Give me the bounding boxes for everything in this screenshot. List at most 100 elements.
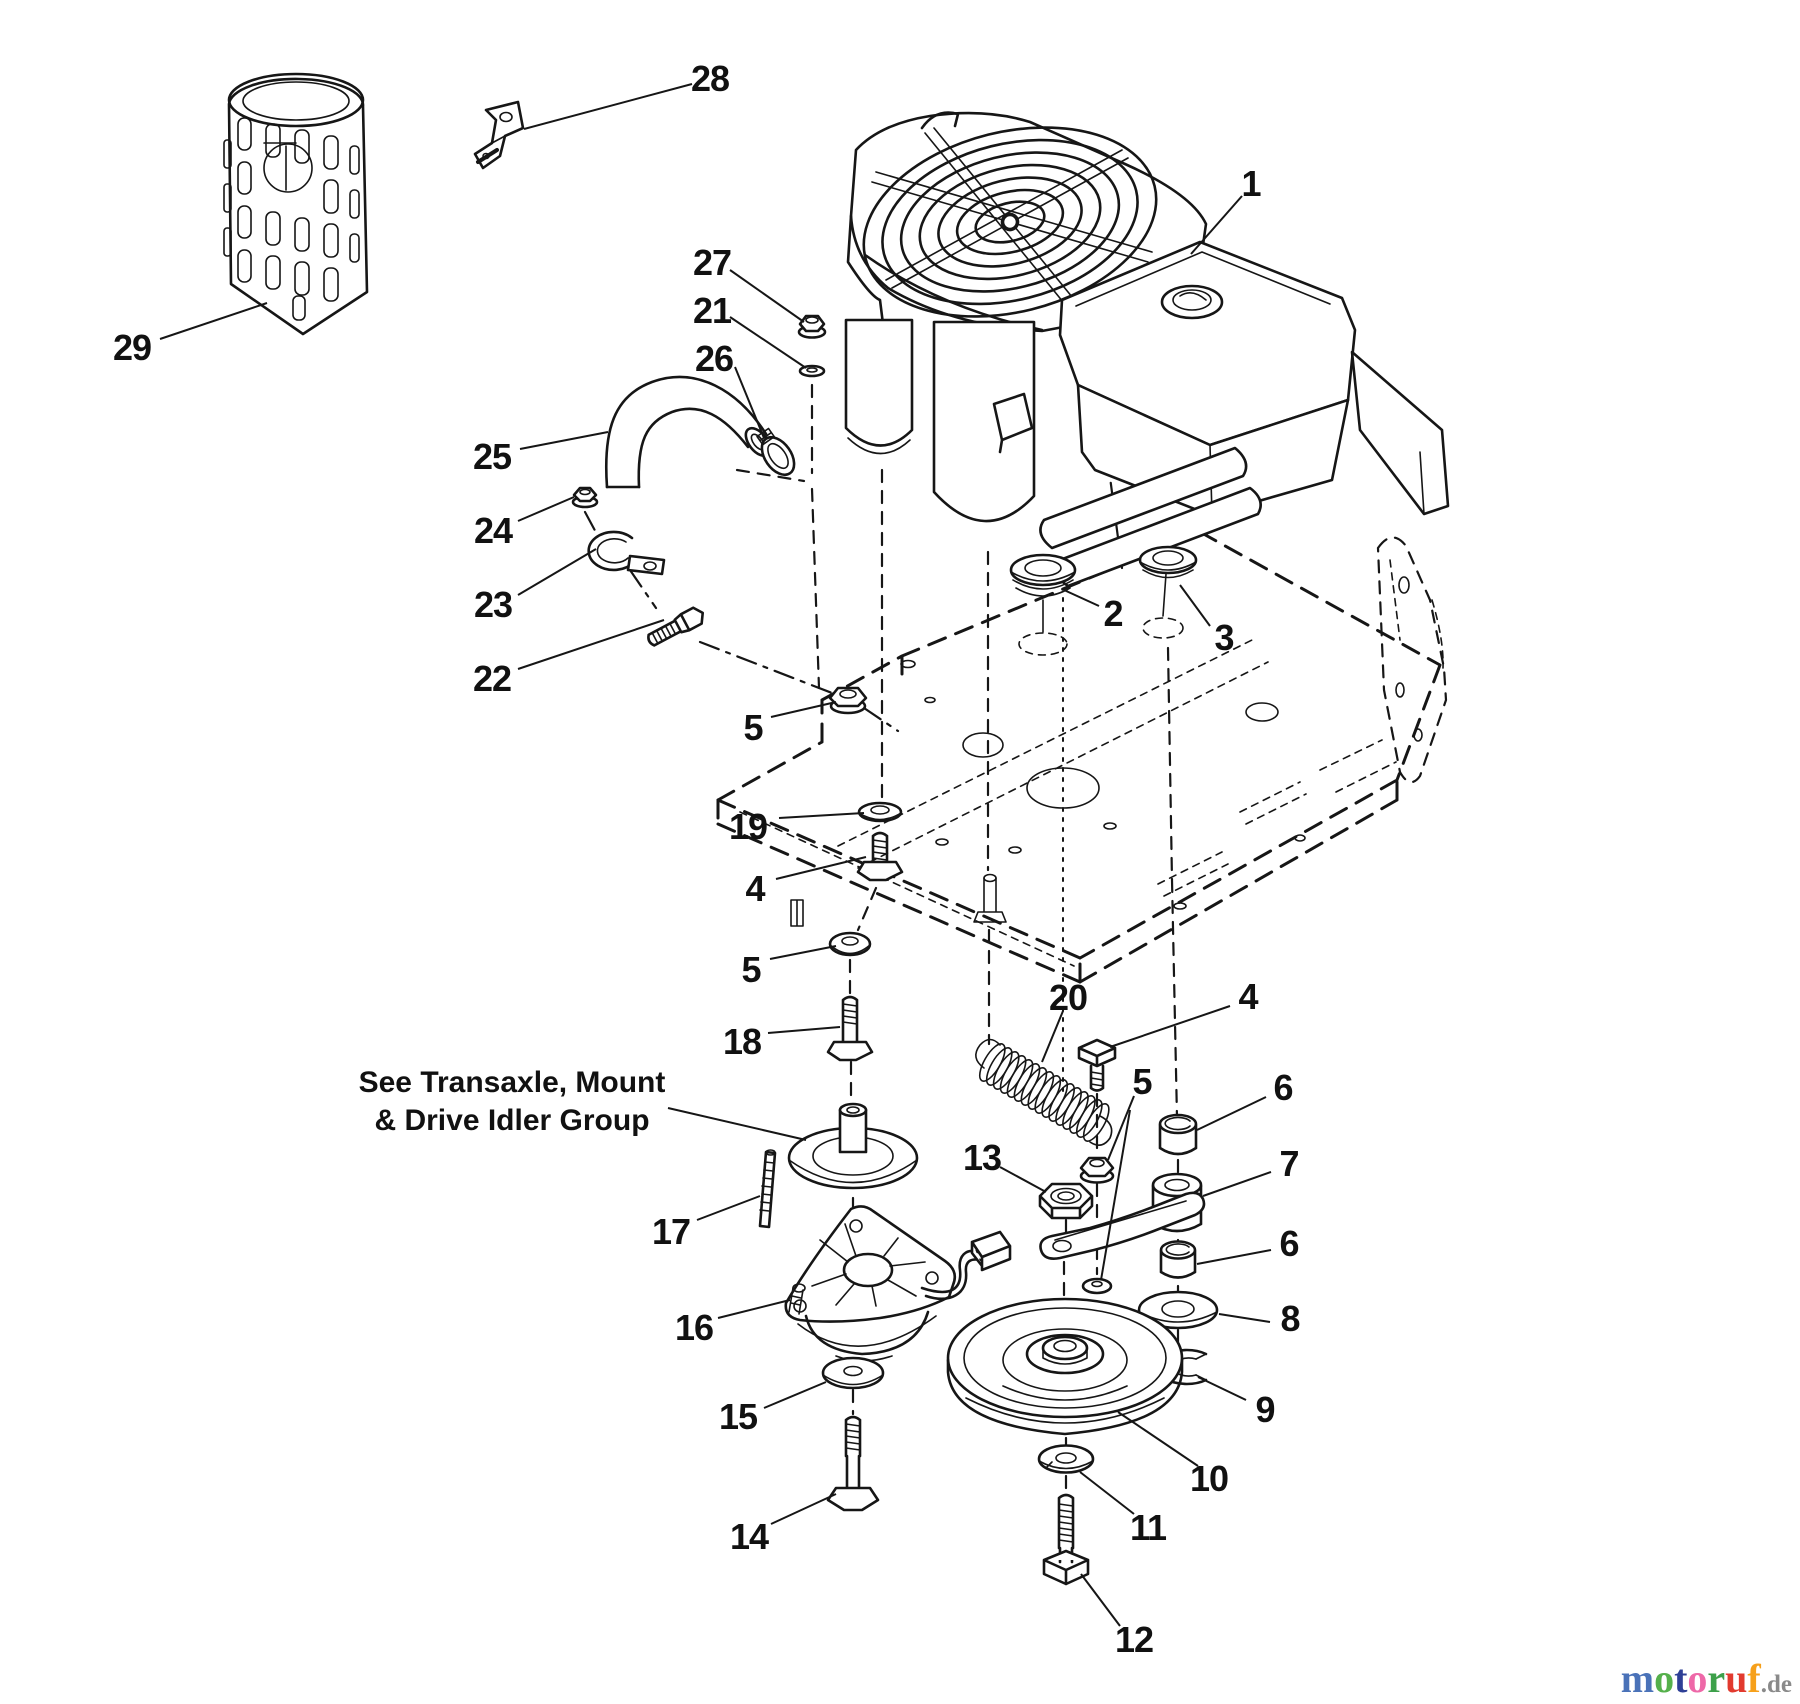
callout-20: 20 — [1041, 977, 1088, 1063]
muffler-guard — [223, 72, 369, 336]
callout-leader-22 — [517, 619, 665, 670]
callout-leader-9 — [1197, 1376, 1247, 1401]
callout-8: 8 — [1218, 1298, 1301, 1339]
callout-leader-21 — [729, 316, 807, 369]
callout-leader-5b — [769, 945, 837, 960]
callout-label-17: 17 — [652, 1211, 690, 1252]
watermark-letter: t — [1674, 1656, 1688, 1701]
callout-leader-23 — [517, 548, 597, 596]
engine-cylinder-front — [932, 320, 1036, 523]
callout-6b: 6 — [1196, 1223, 1300, 1265]
callout-label-16: 16 — [675, 1307, 713, 1348]
callout-label-26: 26 — [695, 338, 733, 379]
callout-11: 11 — [1079, 1471, 1168, 1548]
callout-leader-28 — [523, 83, 693, 130]
engine-assembly — [844, 111, 1450, 588]
callout-label-18: 18 — [723, 1021, 761, 1062]
callout-label-8: 8 — [1280, 1298, 1299, 1339]
callout-leader-25 — [519, 431, 609, 450]
watermark-letter: u — [1725, 1656, 1748, 1701]
hex-bolt-4b — [1077, 1038, 1117, 1092]
callout-label-4b: 4 — [1238, 976, 1258, 1017]
washer-21 — [798, 364, 826, 378]
pulley-mount-flange — [787, 1102, 919, 1190]
callout-leader-17 — [696, 1195, 761, 1221]
callout-3: 3 — [1179, 584, 1235, 658]
flange-nut-24 — [571, 486, 599, 509]
callout-29: 29 — [113, 302, 268, 368]
callout-leader-5c — [1107, 1095, 1135, 1161]
note-leader-line — [667, 1107, 807, 1141]
callout-leader-13 — [999, 1166, 1047, 1193]
cable-clamp-23 — [587, 530, 666, 576]
callout-14: 14 — [730, 1493, 837, 1557]
callout-label-23: 23 — [474, 584, 512, 625]
callout-13: 13 — [963, 1137, 1047, 1193]
callout-label-5a: 5 — [743, 707, 763, 748]
callout-label-7: 7 — [1279, 1143, 1298, 1184]
cup-washer-5b — [828, 931, 872, 957]
watermark-letter: m — [1620, 1656, 1655, 1701]
mounting-bracket — [473, 100, 525, 170]
callout-18: 18 — [723, 1021, 841, 1062]
callout-label-14: 14 — [730, 1516, 769, 1557]
callout-6a: 6 — [1196, 1067, 1294, 1131]
idler-arm — [1039, 1191, 1206, 1260]
washer-15 — [821, 1356, 885, 1390]
callout-4b: 4 — [1109, 976, 1259, 1048]
callout-label-11: 11 — [1130, 1507, 1167, 1548]
watermark-letter: o — [1654, 1656, 1675, 1701]
flange-nut-27 — [797, 314, 827, 339]
callout-leader-11 — [1079, 1471, 1135, 1515]
spacer-bushing-6a — [1158, 1113, 1198, 1156]
callout-label-2: 2 — [1103, 593, 1122, 634]
watermark-word: motoruf — [1621, 1656, 1761, 1701]
callout-leader-4b — [1109, 1005, 1231, 1048]
callout-label-25: 25 — [473, 436, 512, 477]
mount-wire — [920, 1249, 982, 1301]
callout-leader-3 — [1179, 584, 1211, 627]
transaxle-note-line1: See Transaxle, Mount — [359, 1066, 666, 1099]
callout-leader-19 — [778, 812, 865, 819]
callout-leader-4a — [775, 856, 867, 880]
callout-label-5c: 5 — [1132, 1061, 1152, 1102]
flange-nut-5c — [1079, 1156, 1115, 1184]
callout-label-20: 20 — [1049, 977, 1087, 1018]
callout-leader-12 — [1080, 1573, 1121, 1627]
hex-bolt-14 — [826, 1415, 880, 1512]
callout-24: 24 — [474, 496, 575, 551]
callout-leader-26 — [734, 366, 765, 439]
callout-leader-27 — [729, 269, 805, 323]
callout-5c: 5 — [1100, 1061, 1153, 1281]
callout-leader-15 — [763, 1381, 827, 1409]
callout-10: 10 — [1117, 1411, 1229, 1499]
callout-label-22: 22 — [473, 658, 511, 699]
callout-28: 28 — [523, 58, 730, 130]
engine-cylinder-left — [844, 318, 914, 447]
callout-label-28: 28 — [691, 58, 729, 99]
bushing-7 — [1151, 1172, 1203, 1233]
callout-2: 2 — [1063, 589, 1124, 634]
callout-label-5b: 5 — [741, 949, 761, 990]
callout-leader-2 — [1063, 589, 1100, 607]
callout-label-6a: 6 — [1273, 1067, 1292, 1108]
watermark-letter: f — [1747, 1656, 1761, 1701]
callout-label-29: 29 — [113, 327, 151, 368]
hex-bolt-4a — [856, 831, 904, 882]
watermark[interactable]: motoruf.de — [1621, 1655, 1792, 1702]
callout-21: 21 — [693, 290, 807, 369]
callout-leader-24 — [517, 496, 575, 522]
callout-17: 17 — [652, 1195, 761, 1252]
callout-label-21: 21 — [693, 290, 732, 331]
callout-4a: 4 — [745, 856, 867, 909]
exhaust-tube-upper — [1039, 446, 1248, 550]
callout-label-27: 27 — [693, 242, 731, 283]
callout-7: 7 — [1202, 1143, 1300, 1197]
fuel-hose — [605, 375, 772, 489]
hex-bolt-22 — [647, 606, 705, 647]
watermark-letter: r — [1707, 1656, 1726, 1701]
callout-leader-14 — [770, 1493, 837, 1525]
chassis-frame-outline — [716, 530, 1448, 984]
